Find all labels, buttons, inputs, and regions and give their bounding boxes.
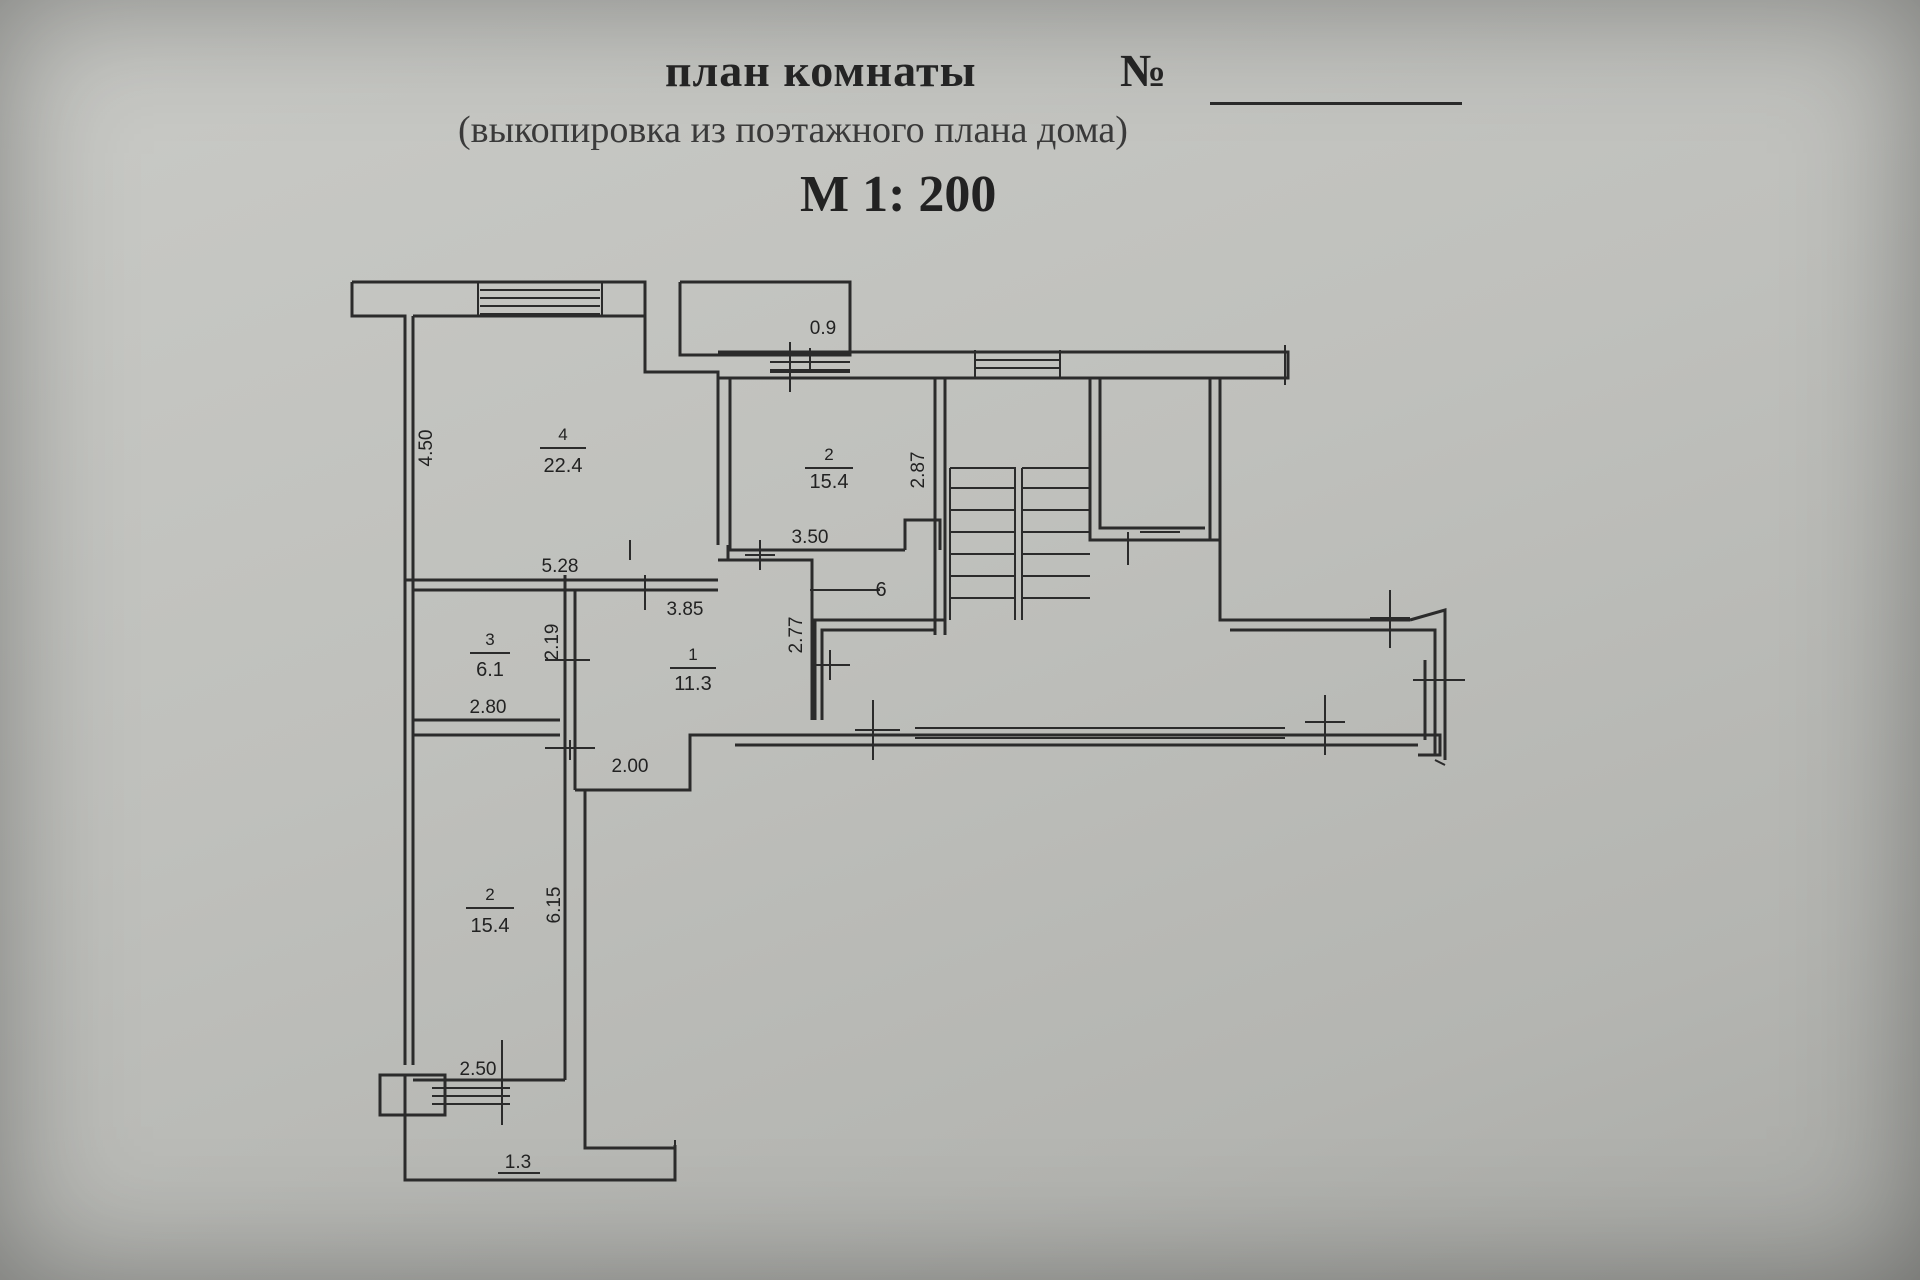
room-1-label: 1 11.3: [670, 645, 716, 695]
dim-3-50: 3.50: [792, 527, 829, 548]
dim-1-3: 1.3: [505, 1152, 531, 1173]
svg-text:2: 2: [485, 885, 494, 904]
room-3-label: 3 6.1: [470, 630, 510, 681]
dim-2-50: 2.50: [460, 1059, 497, 1080]
room-2-top-label: 2 15.4: [805, 445, 853, 493]
dim-2-00: 2.00: [612, 756, 649, 777]
room-6-label: 6: [875, 579, 886, 601]
svg-text:4: 4: [558, 425, 567, 444]
svg-text:3: 3: [485, 630, 494, 649]
interior-walls: [411, 378, 1447, 792]
svg-text:15.4: 15.4: [810, 471, 849, 493]
dim-3-85: 3.85: [667, 599, 704, 620]
svg-text:2: 2: [824, 445, 833, 464]
title-line: план комнаты №: [0, 44, 1920, 114]
room-labels: 4 22.4 2 15.4 3 6.1 1 11.3 2: [466, 425, 887, 937]
door-marks: [501, 342, 1465, 1180]
room-4-label: 4 22.4: [540, 425, 586, 477]
dim-6-15: 6.15: [544, 887, 565, 924]
dim-5-28: 5.28: [542, 556, 579, 577]
svg-text:6: 6: [875, 579, 886, 601]
windows: [432, 281, 1285, 1105]
dim-2-77: 2.77: [786, 617, 807, 654]
svg-text:15.4: 15.4: [471, 915, 510, 937]
svg-text:1: 1: [688, 645, 697, 664]
svg-text:11.3: 11.3: [674, 673, 711, 695]
dim-2-87: 2.87: [908, 452, 929, 489]
dim-0-9: 0.9: [810, 318, 836, 339]
svg-text:22.4: 22.4: [544, 455, 583, 477]
document-title: план комнаты: [665, 45, 977, 96]
number-blank-line: [1210, 102, 1462, 105]
number-sign: №: [1120, 45, 1167, 96]
document-subtitle: (выкопировка из поэтажного плана дома): [458, 109, 1128, 151]
room-2-bottom-label: 2 15.4: [466, 885, 514, 937]
dim-2-80: 2.80: [470, 697, 507, 718]
dim-2-19: 2.19: [542, 624, 563, 661]
dim-4-50: 4.50: [416, 430, 437, 467]
outer-walls: [350, 280, 1290, 1182]
scale-label: М 1: 200: [800, 166, 997, 223]
svg-text:6.1: 6.1: [476, 659, 504, 681]
dimension-labels: 0.9 4.50 5.28 2.87 3.50 3.85 2.19 2.77 2…: [416, 318, 929, 1174]
staircase: [949, 467, 1090, 620]
